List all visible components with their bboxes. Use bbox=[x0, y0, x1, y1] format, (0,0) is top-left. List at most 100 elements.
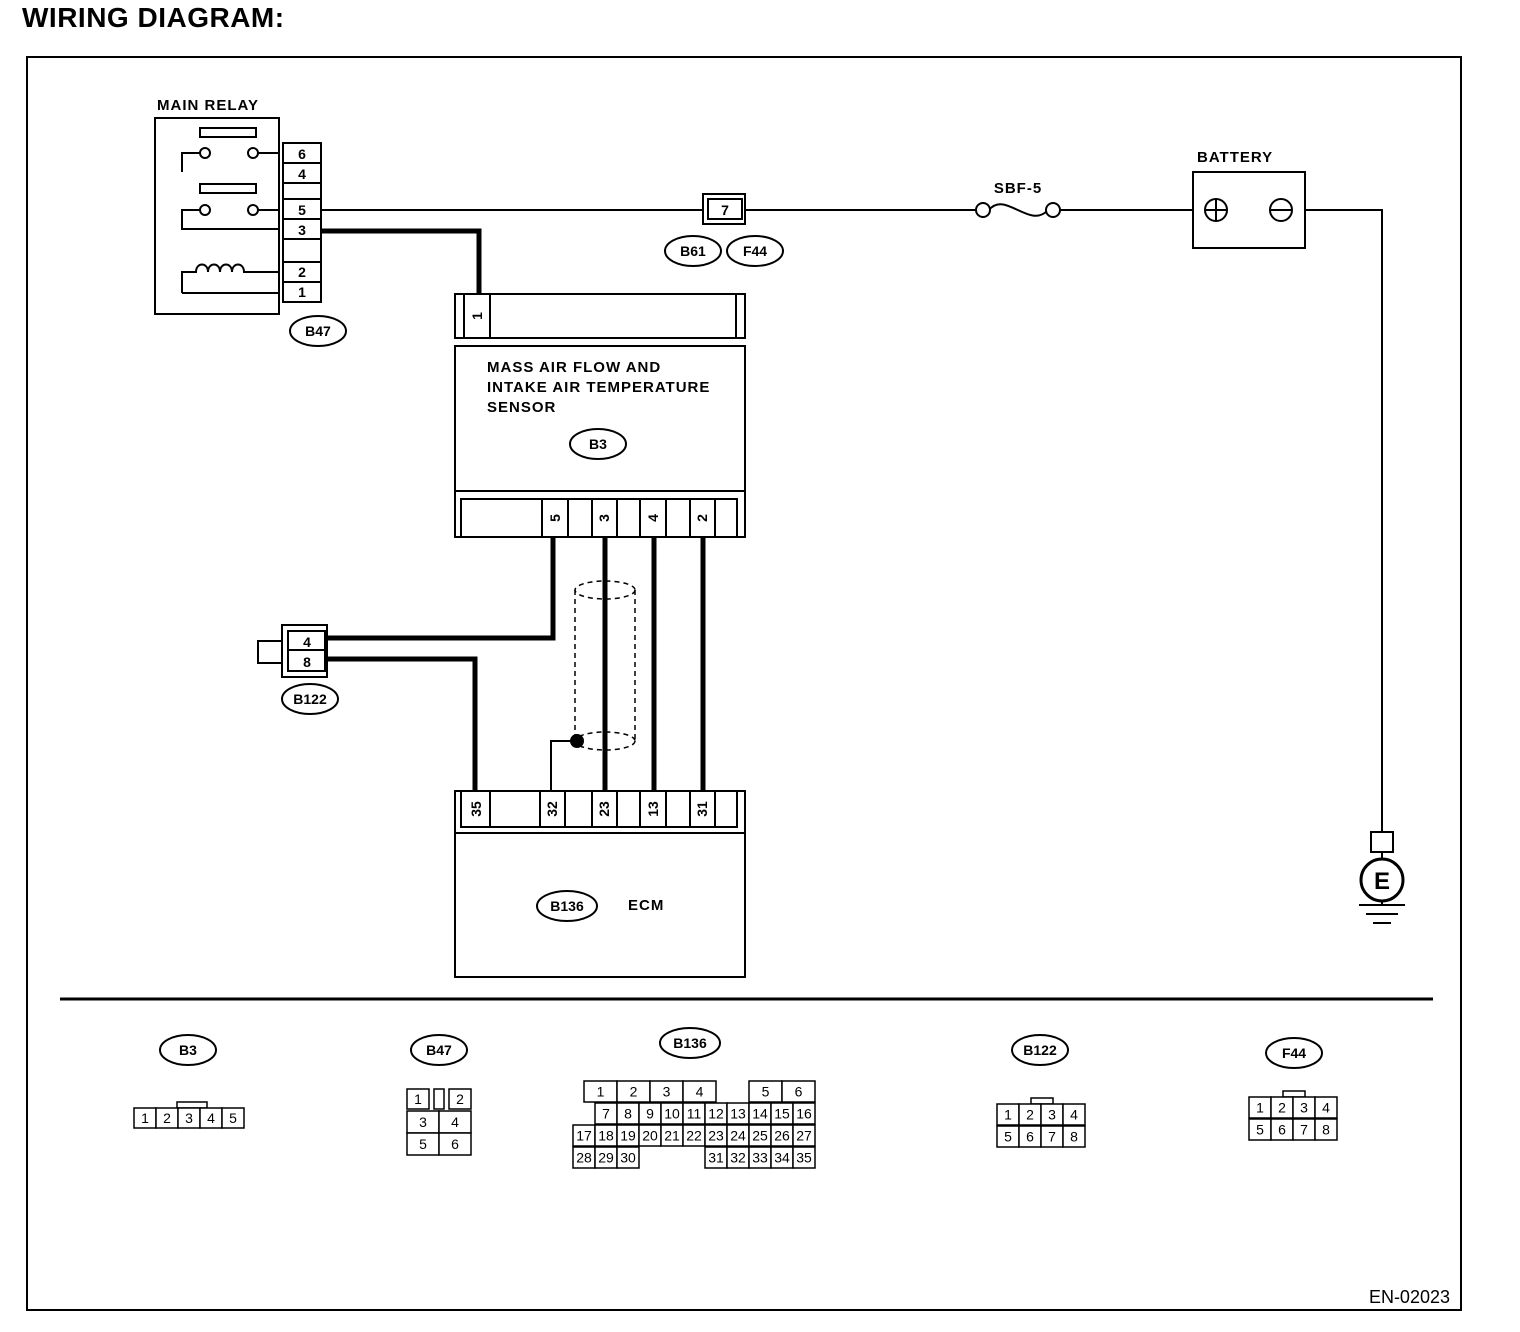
b47-pin: 5 bbox=[298, 202, 306, 218]
ecm-pin: 13 bbox=[645, 801, 661, 817]
connector-pin-number: 3 bbox=[419, 1114, 427, 1130]
battery: BATTERY bbox=[1192, 149, 1306, 249]
b61-connector-label: B61 bbox=[680, 243, 706, 259]
connector-pin-number: 22 bbox=[686, 1128, 702, 1144]
connector-pin-number: 5 bbox=[762, 1084, 770, 1100]
b47-connector-tag bbox=[289, 315, 347, 347]
ecm-pin: 31 bbox=[694, 801, 710, 817]
connector-view-label: F44 bbox=[1282, 1045, 1306, 1061]
wire-maf5-to-b122-4 bbox=[327, 537, 556, 641]
connector-pin-cell bbox=[1314, 1096, 1338, 1119]
connector-pin-number: 4 bbox=[451, 1114, 459, 1130]
connector-pin-number: 26 bbox=[774, 1128, 790, 1144]
connector-pin-number: 1 bbox=[1004, 1107, 1012, 1123]
connector-pin-number: 2 bbox=[1026, 1107, 1034, 1123]
ground-e: E bbox=[1359, 831, 1405, 924]
diagram-frame bbox=[26, 56, 1462, 1311]
fuse-element bbox=[988, 203, 1049, 217]
connector-pin-cell bbox=[616, 1146, 640, 1169]
connector-pin-number: 23 bbox=[708, 1128, 724, 1144]
connector-pin-number: 1 bbox=[1256, 1100, 1264, 1116]
connector-view-label: B136 bbox=[673, 1035, 707, 1051]
connector-key bbox=[176, 1101, 208, 1109]
b122-pin: 4 bbox=[303, 634, 311, 650]
connector-pin-number: 1 bbox=[597, 1084, 605, 1100]
b3-connector-tag bbox=[569, 428, 627, 460]
connector-pin-number: 3 bbox=[185, 1110, 193, 1126]
connector-pin-number: 20 bbox=[642, 1128, 658, 1144]
connector-pin-cell bbox=[792, 1102, 816, 1125]
connector-pin-number: 19 bbox=[620, 1128, 636, 1144]
maf-label-line-3: SENSOR bbox=[487, 399, 556, 416]
page-title: WIRING DIAGRAM: bbox=[22, 2, 285, 33]
connector-pin-number: 5 bbox=[229, 1110, 237, 1126]
f44-connector-label: F44 bbox=[743, 243, 767, 259]
relay-contact-point bbox=[199, 147, 211, 159]
b122-connector-label: B122 bbox=[293, 691, 327, 707]
connector-pin-cell bbox=[221, 1107, 245, 1129]
connector-pin-number: 6 bbox=[795, 1084, 803, 1100]
b61-connector-tag bbox=[664, 235, 722, 267]
maf-label-line-1: MASS AIR FLOW AND bbox=[487, 359, 661, 376]
b122-connector: 4 8 B122 bbox=[257, 624, 339, 715]
relay-contact-point bbox=[247, 204, 259, 216]
connector-pin-cell bbox=[1062, 1125, 1086, 1148]
connector-pin-cell bbox=[1062, 1103, 1086, 1126]
connector-pin-number: 5 bbox=[1256, 1122, 1264, 1138]
connector-pin-cell bbox=[438, 1132, 472, 1156]
wire-shield-to-ecm32 bbox=[550, 740, 577, 791]
shield-drain-point bbox=[570, 734, 584, 748]
connector-pin-number: 7 bbox=[1048, 1129, 1056, 1145]
maf-bottom-pin: 4 bbox=[645, 514, 661, 522]
relay-contact-point bbox=[199, 204, 211, 216]
connector-pin-number: 31 bbox=[708, 1150, 724, 1166]
relay-contact-bar bbox=[199, 183, 257, 194]
connector-pin-number: 32 bbox=[730, 1150, 746, 1166]
connector-view-tag bbox=[410, 1034, 468, 1066]
connector-pin-number: 29 bbox=[598, 1150, 614, 1166]
fuse-sbf5: SBF-5 bbox=[975, 180, 1061, 218]
connector-pin-number: 8 bbox=[1322, 1122, 1330, 1138]
connector-key bbox=[433, 1088, 445, 1110]
connector-pin-cell bbox=[781, 1080, 816, 1103]
connector-pin-number: 24 bbox=[730, 1128, 746, 1144]
maf-sensor: 1 MASS AIR FLOW AND INTAKE AIR TEMPERATU… bbox=[454, 293, 746, 538]
connector-pin-number: 8 bbox=[1070, 1129, 1078, 1145]
wire-relay3-to-maf1 bbox=[321, 228, 482, 294]
f44-connector-tag bbox=[726, 235, 784, 267]
connector-pin-number: 3 bbox=[663, 1084, 671, 1100]
connector-pin-number: 4 bbox=[696, 1084, 704, 1100]
b47-connector-label: B47 bbox=[305, 323, 331, 339]
connector-pin-cell bbox=[1314, 1118, 1338, 1141]
connector-pin-number: 13 bbox=[730, 1106, 746, 1122]
maf-bottom-pin: 5 bbox=[547, 514, 563, 522]
maf-bottom-pin: 3 bbox=[596, 514, 612, 522]
relay-contact-wire bbox=[181, 209, 279, 230]
connector-pin-cell bbox=[792, 1124, 816, 1147]
joint-connector: 7 B61 F44 bbox=[664, 193, 784, 267]
connector-key bbox=[1030, 1097, 1054, 1105]
connector-pin-number: 2 bbox=[163, 1110, 171, 1126]
connector-pin-number: 33 bbox=[752, 1150, 768, 1166]
connector-pin-number: 2 bbox=[1278, 1100, 1286, 1116]
connector-pin-number: 10 bbox=[664, 1106, 680, 1122]
connector-pin-number: 7 bbox=[1300, 1122, 1308, 1138]
b47-pin: 6 bbox=[298, 146, 306, 162]
connector-pin-number: 4 bbox=[1322, 1100, 1330, 1116]
connector-pin-number: 3 bbox=[1300, 1100, 1308, 1116]
connector-pin-number: 6 bbox=[1278, 1122, 1286, 1138]
b47-pin: 2 bbox=[298, 264, 306, 280]
connector-view-tag bbox=[1011, 1034, 1069, 1066]
relay-contact-wire bbox=[181, 152, 279, 172]
b3-connector-label: B3 bbox=[589, 436, 607, 452]
joint-connector-pin: 7 bbox=[721, 202, 729, 218]
b122-pin: 8 bbox=[303, 654, 311, 670]
connector-pin-number: 28 bbox=[576, 1150, 592, 1166]
connector-key bbox=[1282, 1090, 1306, 1098]
main-relay-body bbox=[154, 117, 280, 315]
ecm-body bbox=[454, 832, 746, 978]
connector-view-tag bbox=[659, 1027, 721, 1059]
